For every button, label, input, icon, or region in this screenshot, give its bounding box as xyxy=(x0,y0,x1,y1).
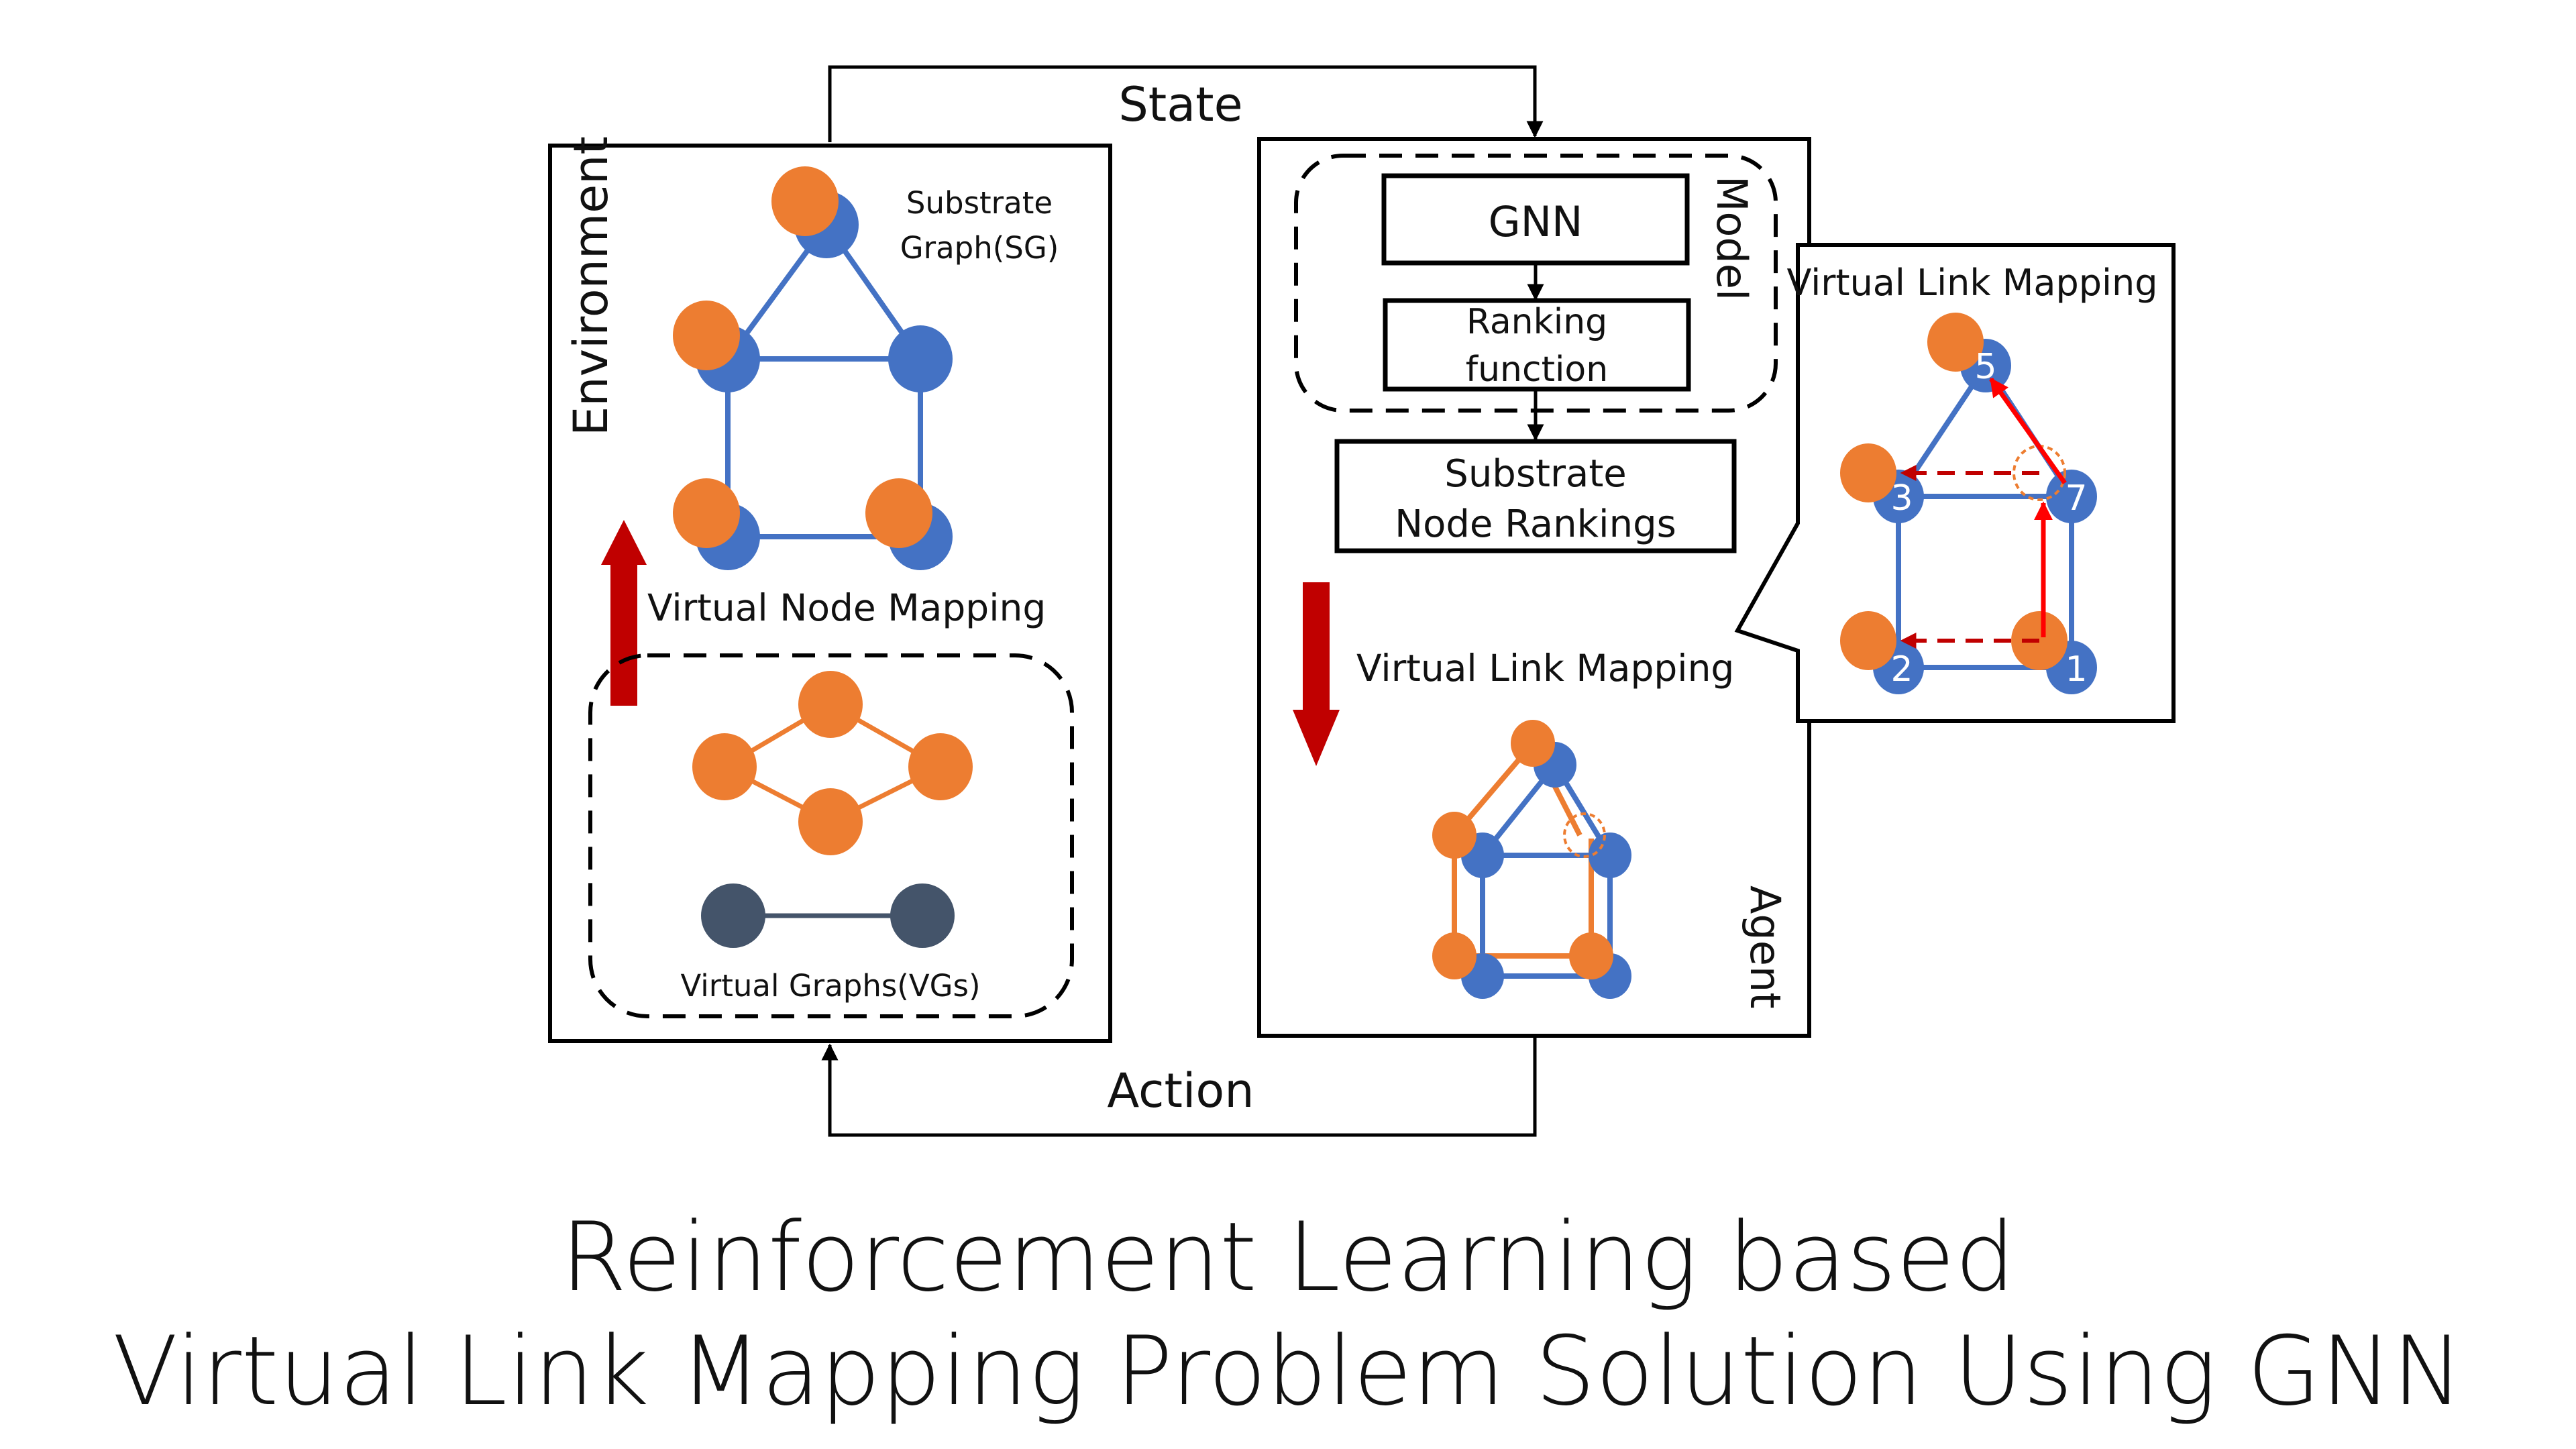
substrate-node-rankings-box xyxy=(1334,439,1737,553)
gnn-label: GNN xyxy=(1489,197,1583,246)
mapped-virtual-node xyxy=(673,478,740,548)
virtual-node-mapping-arrow xyxy=(601,520,647,706)
ranking-function-label-line2: function xyxy=(1466,350,1608,390)
mapped-virtual-node xyxy=(673,301,740,370)
action-label: Action xyxy=(1107,1063,1254,1118)
svg-text:2: 2 xyxy=(1890,649,1913,690)
environment-label: Environment xyxy=(564,136,619,436)
virtual-graphs-label: Virtual Graphs(VGs) xyxy=(680,968,980,1004)
substrate-graph-label-line2: Graph(SG) xyxy=(900,230,1059,266)
callout-panel xyxy=(1734,243,2176,723)
svg-text:5: 5 xyxy=(1974,347,1996,387)
agent-label: Agent xyxy=(1741,885,1790,1009)
slide-title-line2: Virtual Link Mapping Problem Solution Us… xyxy=(112,1316,2464,1427)
virtual-graphs-group xyxy=(588,653,1074,1018)
svg-text:3: 3 xyxy=(1890,478,1913,519)
state-connector xyxy=(828,65,1544,142)
callout-title: Virtual Link Mapping xyxy=(1786,262,2157,304)
state-label: State xyxy=(1118,77,1242,132)
svg-text:1: 1 xyxy=(2065,649,2087,690)
substrate-graph-label-line1: Substrate xyxy=(906,185,1053,221)
virtual-graph-pair xyxy=(701,883,955,948)
callout-graph xyxy=(1840,313,2097,694)
svg-text:7: 7 xyxy=(2065,478,2087,519)
callout-node-ids: 5 3 7 2 1 xyxy=(1890,347,2087,690)
slide-title-line1: Reinforcement Learning based xyxy=(560,1202,2016,1313)
model-label: Model xyxy=(1707,176,1756,301)
virtual-link-mapping-arrow xyxy=(1293,582,1340,766)
callout-node-7 xyxy=(2046,470,2097,523)
agent-mapped-graph xyxy=(1432,720,1631,999)
slide-title: Reinforcement Learning based Virtual Lin… xyxy=(0,1201,2576,1429)
substrate-graph xyxy=(673,166,953,570)
substrate-node-rankings-label-line1: Substrate xyxy=(1444,452,1626,496)
virtual-graph-diamond xyxy=(692,671,973,855)
ranking-function-label-line1: Ranking xyxy=(1466,302,1607,342)
action-connector xyxy=(821,1036,1537,1137)
virtual-link-mapping-label: Virtual Link Mapping xyxy=(1356,647,1734,690)
mapped-virtual-node xyxy=(771,166,839,236)
environment-panel xyxy=(548,144,1112,1043)
virtual-node-mapping-label: Virtual Node Mapping xyxy=(647,586,1046,629)
sg-node-right xyxy=(888,325,953,392)
mapped-virtual-node xyxy=(865,478,932,548)
substrate-node-rankings-label-line2: Node Rankings xyxy=(1395,502,1676,546)
